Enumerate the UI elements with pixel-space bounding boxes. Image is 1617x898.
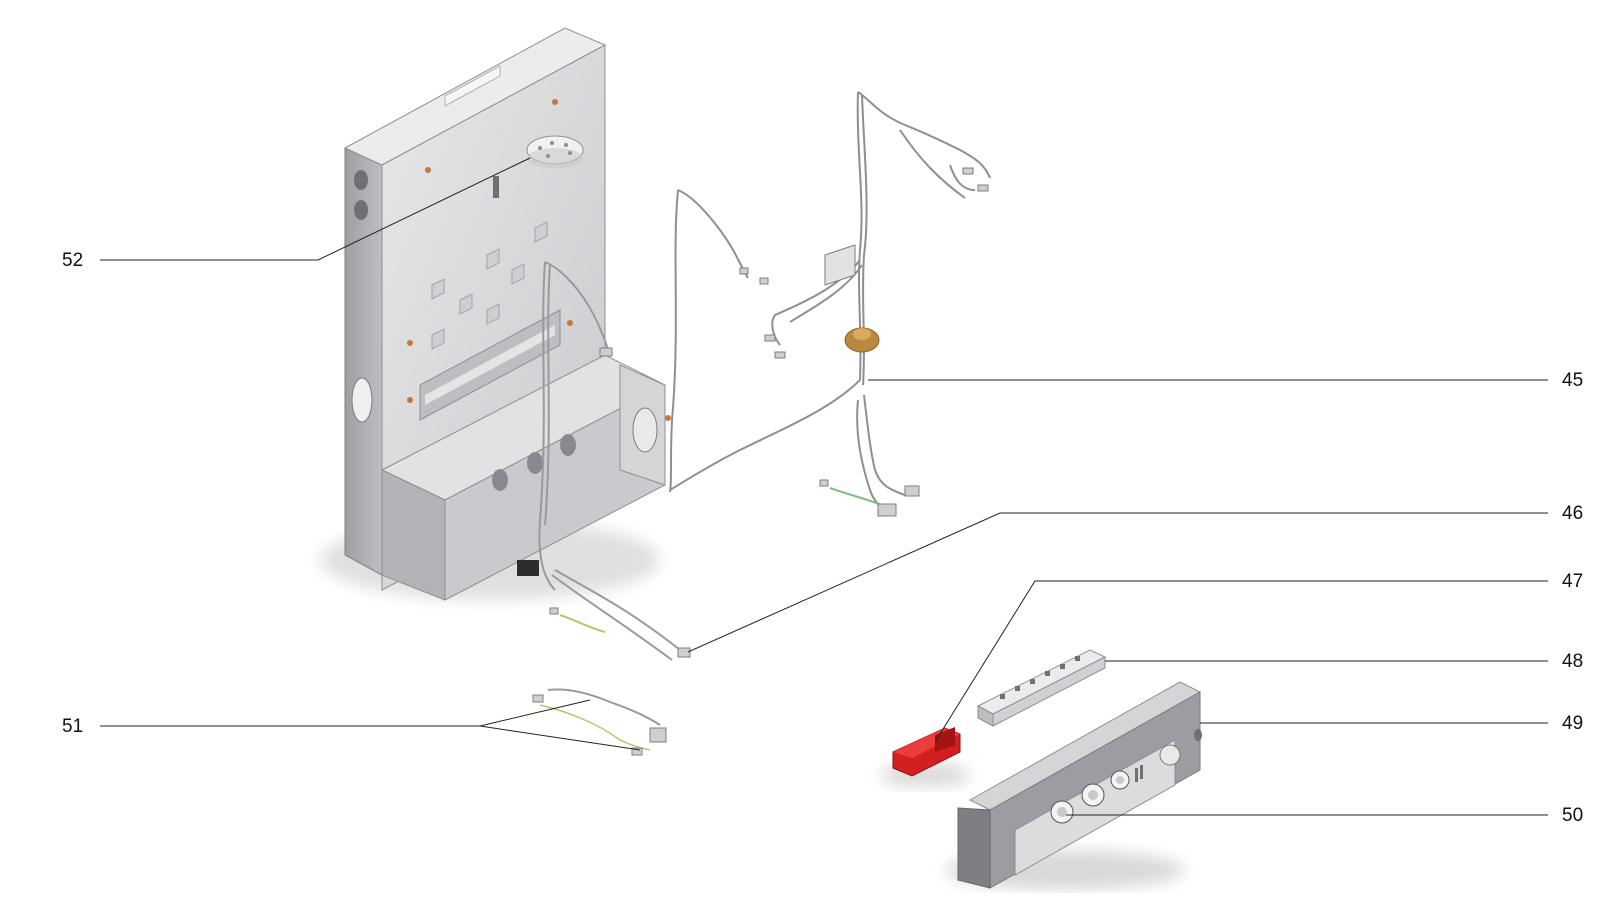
callout-49: 49 xyxy=(1562,713,1584,734)
callout-48: 48 xyxy=(1562,651,1584,672)
callout-51: 51 xyxy=(62,716,84,737)
callout-47: 47 xyxy=(1562,571,1584,592)
leader-lines xyxy=(100,157,1548,816)
main-wiring-harness xyxy=(669,91,991,513)
grommet-part xyxy=(844,327,880,353)
harness-connectors xyxy=(739,167,989,517)
control-knobs xyxy=(1050,744,1181,824)
leader-51a xyxy=(100,699,591,727)
leader-47 xyxy=(934,580,1548,743)
callout-52: 52 xyxy=(62,250,84,271)
flat-cable-part xyxy=(538,261,681,661)
leader-46 xyxy=(687,512,1548,653)
red-bracket-part xyxy=(880,727,970,787)
leader-52 xyxy=(100,157,531,261)
pressure-switch-part xyxy=(493,135,584,198)
button-strip-part xyxy=(976,649,1107,727)
flat-cable-connectors xyxy=(517,347,691,658)
leader-51b xyxy=(479,725,641,751)
callout-45: 45 xyxy=(1562,370,1584,391)
control-box-part xyxy=(945,681,1202,890)
callout-46: 46 xyxy=(1562,503,1584,524)
sensor-cable-part xyxy=(532,688,667,756)
chassis-back-panel xyxy=(320,27,671,601)
callout-50: 50 xyxy=(1562,805,1584,826)
